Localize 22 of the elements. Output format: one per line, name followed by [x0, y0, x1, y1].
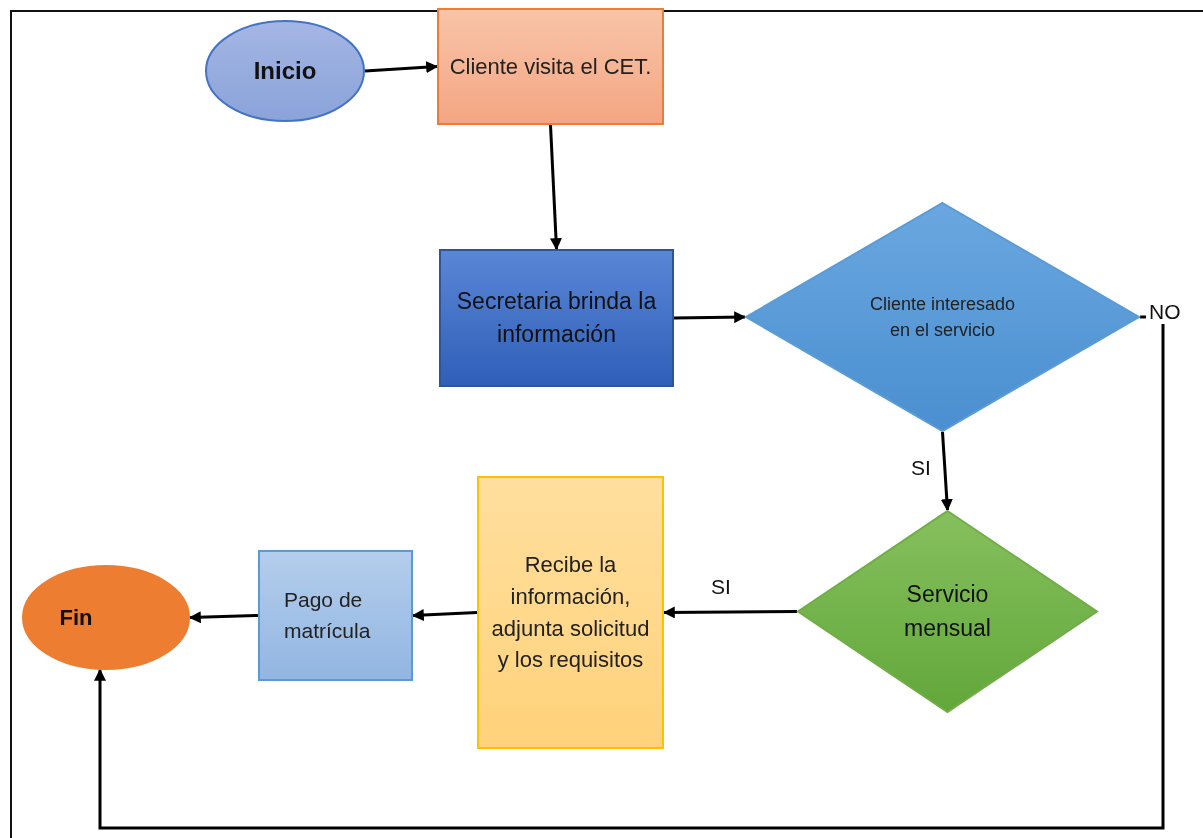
arrow: [549, 124, 562, 251]
arrow: [94, 315, 1165, 830]
decision-diamond: [797, 510, 1098, 713]
arrow: [188, 611, 259, 624]
process-box: [439, 249, 674, 387]
node-label: Pago de matrícula: [284, 587, 372, 644]
arrow: [940, 431, 953, 512]
node-label: Inicio: [253, 55, 317, 86]
arrow: [673, 311, 747, 324]
terminal-ellipse: [205, 20, 365, 122]
node-label: Fin: [59, 603, 93, 632]
arrow: [364, 61, 439, 74]
node-label: Recibe la información, adjunta solicitud y los requisitos: [490, 550, 651, 675]
process-box: [437, 8, 664, 125]
node-label: Cliente interesado en el servicio: [868, 292, 1017, 342]
process-box: [258, 550, 413, 681]
node-label: Secretaria brinda la información: [455, 286, 658, 349]
decision-diamond: [745, 202, 1140, 432]
process-box: [477, 476, 664, 749]
terminal-ellipse: [22, 565, 190, 670]
node-label: Servicio mensual: [903, 580, 992, 643]
node-label: Cliente visita el CET.: [449, 52, 652, 81]
